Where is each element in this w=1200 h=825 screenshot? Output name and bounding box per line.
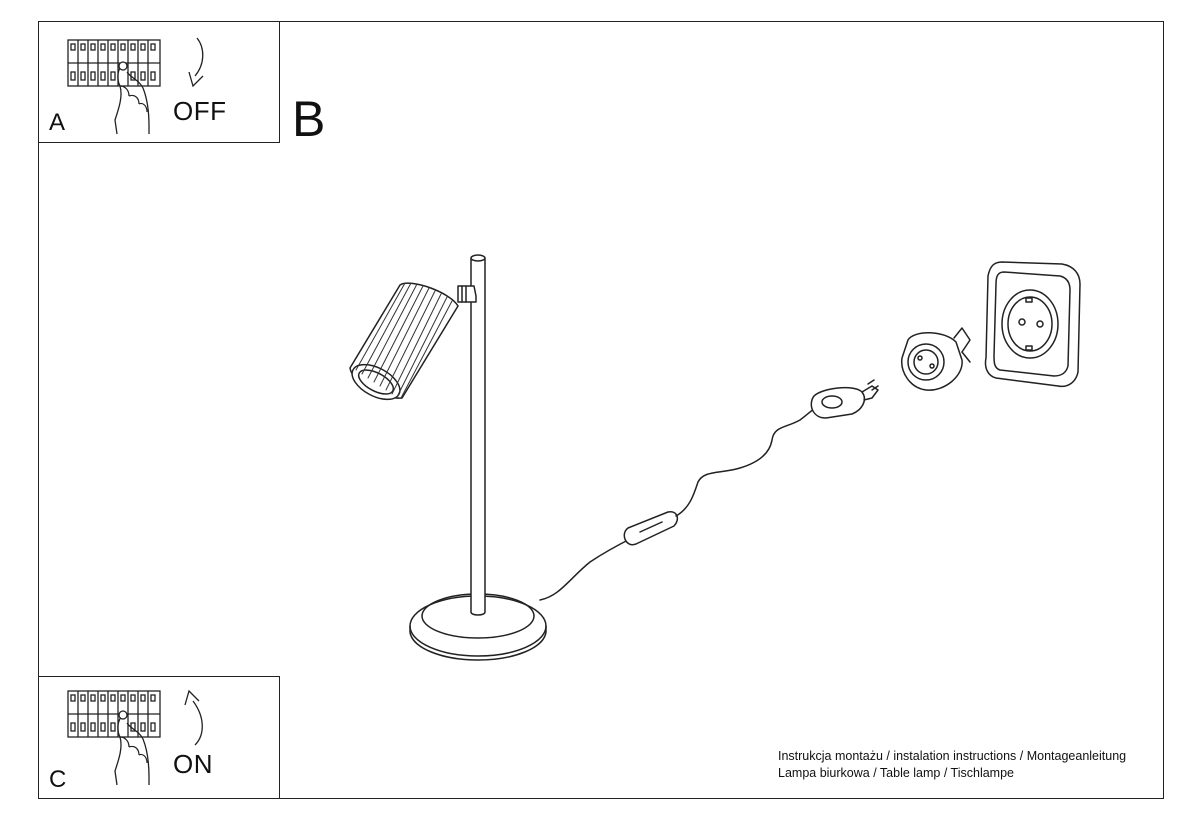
- step-a-box: A OFF: [38, 21, 280, 143]
- wall-socket: [984, 261, 1081, 388]
- step-b-letter: B: [292, 91, 326, 147]
- cable-middle: [675, 405, 819, 517]
- lamp-base: [409, 593, 547, 661]
- lamp-shade: [349, 282, 459, 401]
- shade-connector: [457, 285, 477, 303]
- breaker-panel-on-icon: [67, 689, 203, 786]
- breaker-panel-off-icon: [67, 37, 204, 135]
- caption: Instrukcja montażu / instalation instruc…: [778, 748, 1126, 782]
- caption-line-1: Instrukcja montażu / instalation instruc…: [778, 749, 1127, 763]
- off-label: OFF: [173, 96, 227, 126]
- plug-adapter: [901, 327, 971, 391]
- plug-body: [810, 379, 879, 419]
- cable-lower: [539, 537, 633, 601]
- caption-line-2: Lampa biurkowa / Table lamp / Tischlampe: [778, 766, 1014, 780]
- inline-switch: [623, 511, 679, 546]
- step-c-letter: C: [49, 766, 67, 793]
- on-label: ON: [173, 749, 213, 779]
- step-a-letter: A: [49, 109, 66, 136]
- lamp-pole: [470, 254, 486, 616]
- step-c-box: C ON: [38, 676, 280, 799]
- drawing-frame: [38, 21, 1164, 799]
